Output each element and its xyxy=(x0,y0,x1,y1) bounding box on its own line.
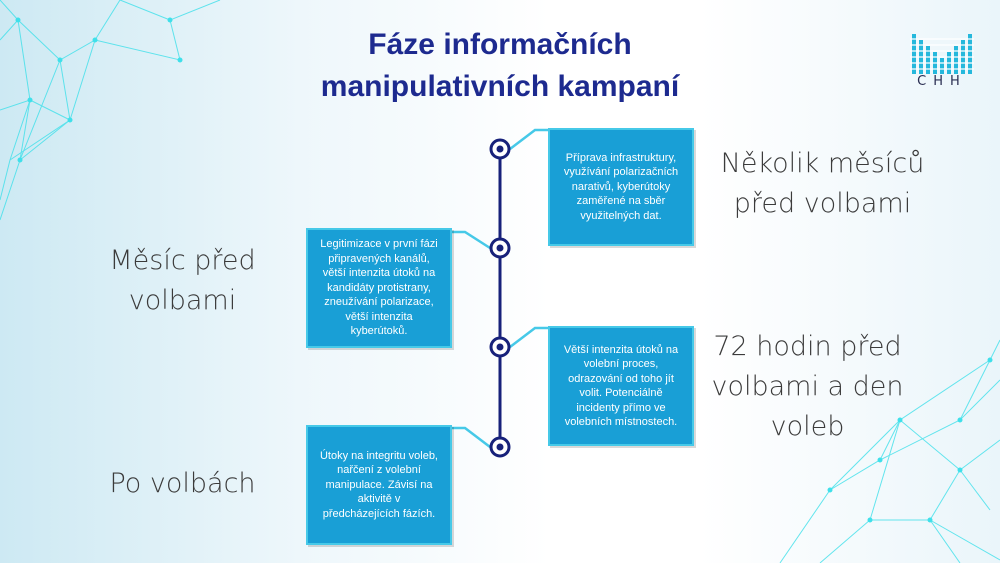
title-line-1: Fáze informačních xyxy=(368,28,632,61)
phase-2-description: Legitimizace v první fázi připravených k… xyxy=(306,228,452,348)
phase-2-label: Měsíc před volbami xyxy=(109,245,256,316)
bar-equalizer-logo-icon xyxy=(910,34,974,74)
connector-3 xyxy=(509,326,548,348)
timeline-node-3 xyxy=(489,336,511,358)
phase-3-label: 72 hodin před volbami a den voleb xyxy=(711,331,904,442)
phase-4-label: Po volbách xyxy=(109,468,256,499)
phase-3-description: Větší intenzita útoků na volební proces,… xyxy=(548,326,694,446)
phase-1-label: Několik měsíců před volbami xyxy=(720,148,925,219)
title-line-2: manipulativních kampaní xyxy=(320,70,680,103)
page-title: Fáze informačních manipulativních kampan… xyxy=(250,24,750,108)
connector-4 xyxy=(452,426,491,448)
logo-text: CHH xyxy=(917,74,967,89)
timeline-node-2 xyxy=(489,237,511,259)
connector-2 xyxy=(452,230,491,250)
phase-1-description: Příprava infrastruktury, využívání polar… xyxy=(548,128,694,246)
timeline-node-4 xyxy=(489,436,511,458)
phase-4-description: Útoky na integritu voleb, nařčení z vole… xyxy=(306,425,452,545)
connector-1 xyxy=(509,128,548,150)
timeline-node-1 xyxy=(489,138,511,160)
